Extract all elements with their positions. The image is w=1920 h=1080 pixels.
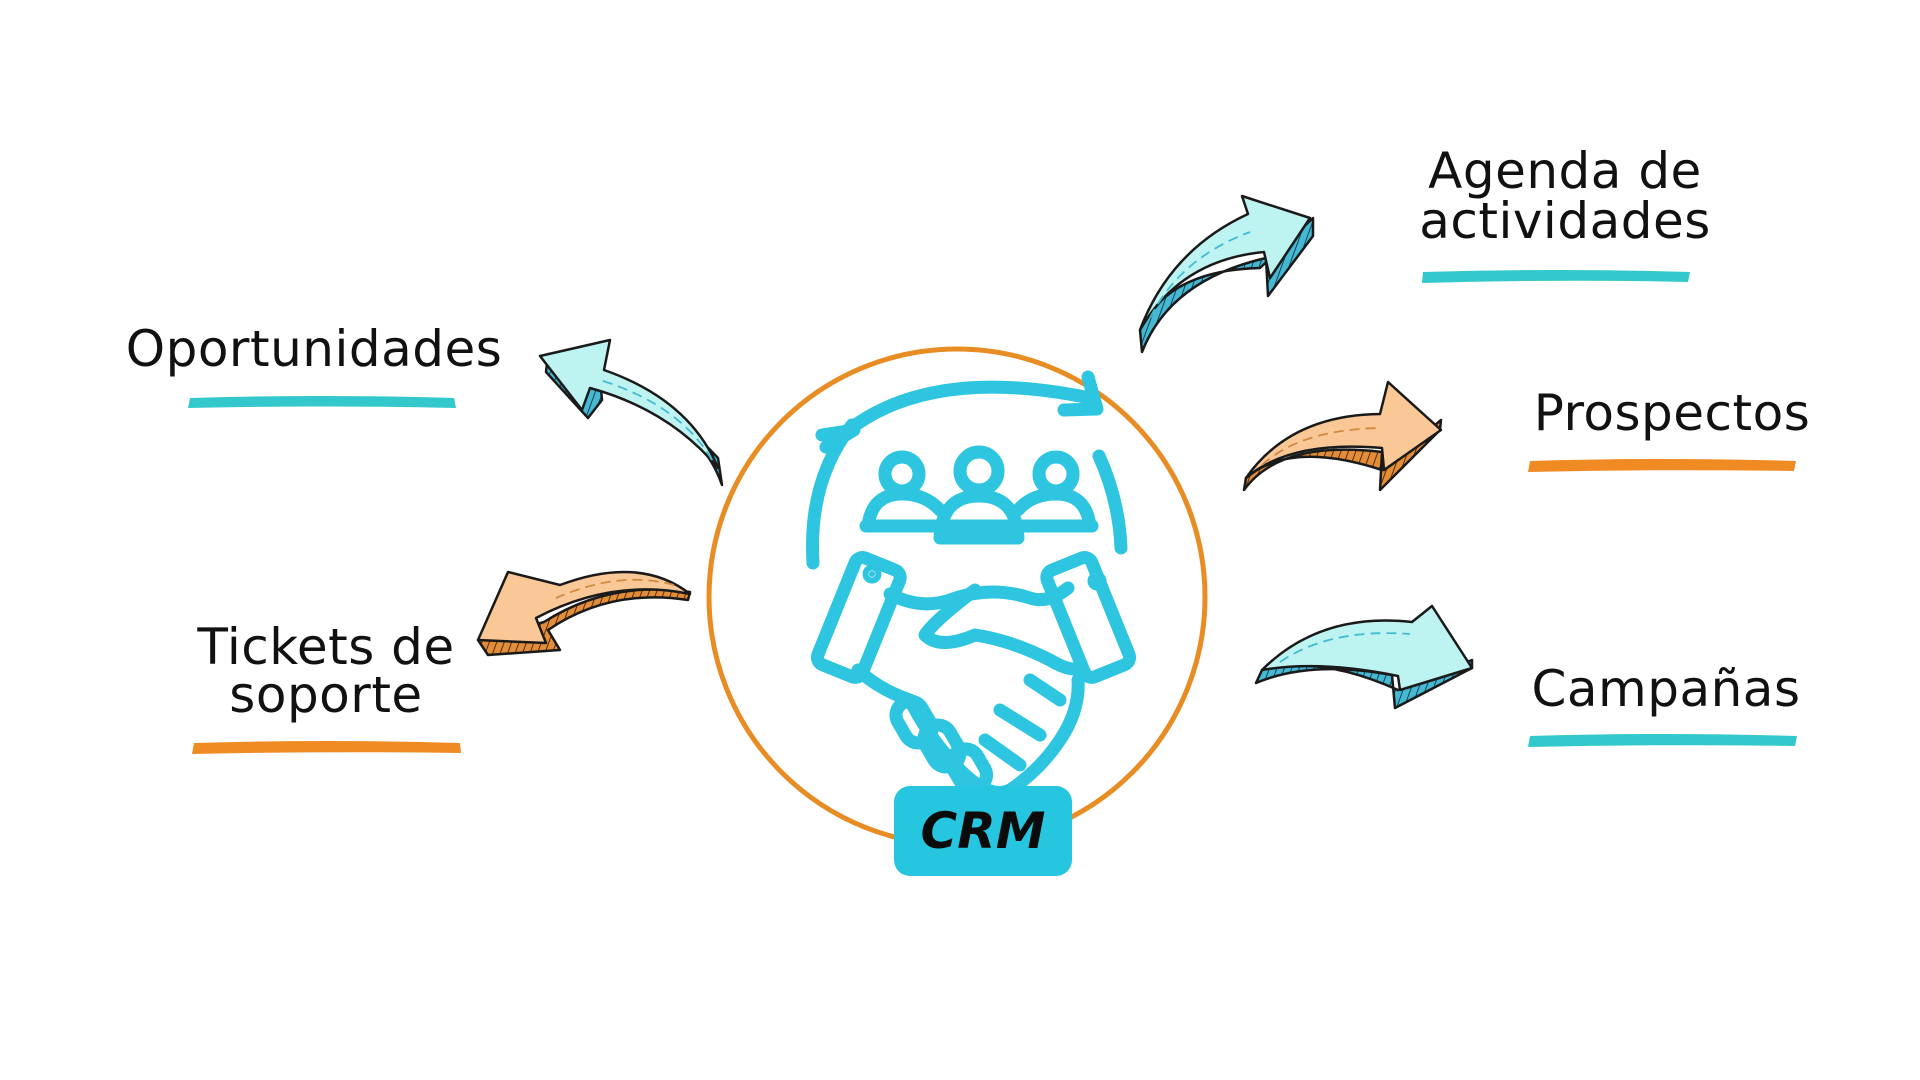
branch-label-prospectos: Prospectos xyxy=(1534,384,1811,442)
branch-label-agenda-line1: Agenda de xyxy=(1428,142,1702,200)
branch-prospectos: Prospectos xyxy=(1528,384,1810,472)
hand-fingers-right xyxy=(978,673,1067,772)
cuff-left xyxy=(810,551,907,684)
underline-oportunidades xyxy=(188,396,456,408)
branch-label-agenda-line2: actividades xyxy=(1419,192,1711,250)
branch-oportunidades: Oportunidades xyxy=(126,320,503,408)
cuff-right-button xyxy=(1087,571,1107,591)
branch-tickets: Tickets de soporte xyxy=(192,618,461,754)
hand-thumb xyxy=(918,583,1087,676)
branch-label-tickets-line2: soporte xyxy=(229,666,422,724)
hand-top xyxy=(883,581,1075,611)
cycle-arc-top xyxy=(839,380,1097,439)
underline-campanas xyxy=(1528,734,1797,747)
arrow-to-agenda xyxy=(1138,194,1315,354)
arrow-to-oportunidades xyxy=(538,338,724,487)
cycle-arrowhead-left xyxy=(815,423,861,454)
cycle-arc-right xyxy=(1092,449,1128,555)
cuff-right xyxy=(1040,551,1137,684)
underline-tickets xyxy=(192,741,461,754)
branch-label-campanas: Campañas xyxy=(1531,660,1800,718)
branch-campanas: Campañas xyxy=(1528,660,1800,747)
arrow-to-campanas xyxy=(1254,604,1474,710)
crm-badge: CRM xyxy=(894,786,1072,876)
person-right-body xyxy=(1011,487,1097,533)
arrow-to-prospectos xyxy=(1242,380,1443,492)
branch-label-oportunidades: Oportunidades xyxy=(126,320,503,378)
cuff-left-button xyxy=(862,564,882,584)
person-left-body xyxy=(861,487,947,533)
branch-agenda: Agenda de actividades xyxy=(1419,142,1711,283)
arrow-to-tickets xyxy=(476,570,692,657)
branch-label-tickets-line1: Tickets de xyxy=(196,618,454,676)
crm-badge-label: CRM xyxy=(921,802,1046,860)
underline-agenda xyxy=(1422,270,1690,283)
cycle-arrowhead-right xyxy=(1057,370,1104,417)
underline-prospectos xyxy=(1528,459,1796,472)
handshake-team-icon xyxy=(806,370,1137,799)
